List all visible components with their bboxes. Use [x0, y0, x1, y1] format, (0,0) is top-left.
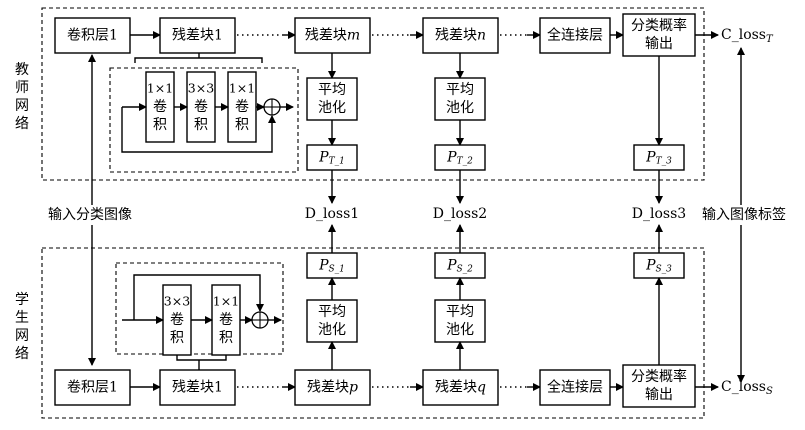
teacher-pool-1: 平均 池化 [306, 77, 358, 121]
teacher-sum-node [263, 98, 281, 116]
svg-text:卷积层1: 卷积层1 [67, 380, 118, 396]
student-pool-1: 平均 池化 [306, 299, 358, 343]
svg-text:残差块q: 残差块q [435, 380, 486, 396]
svg-text:输出: 输出 [645, 387, 673, 403]
svg-text:PS_3: PS_3 [645, 258, 672, 275]
student-fc-layer: 全连接层 [539, 369, 611, 406]
svg-text:平均: 平均 [318, 304, 346, 320]
svg-text:池化: 池化 [446, 100, 474, 116]
student-network-region [41, 247, 705, 419]
svg-text:残差块1: 残差块1 [172, 380, 223, 396]
svg-text:积: 积 [235, 117, 249, 133]
student-prob-2: PS_2 [434, 252, 486, 279]
svg-text:积: 积 [170, 330, 184, 346]
input-image-label: 输入分类图像 [48, 207, 132, 223]
svg-text:络: 络 [15, 346, 29, 362]
detail-connector [176, 355, 227, 361]
svg-text:PS_2: PS_2 [446, 258, 473, 275]
svg-text:积: 积 [194, 117, 208, 133]
student-prob-3: PS_3 [633, 252, 685, 279]
svg-text:池化: 池化 [318, 322, 346, 338]
student-conv-layer: 卷积层1 [54, 369, 131, 406]
teacher-res-block-m: 残差块m [294, 17, 371, 54]
student-network-label: 学 生 网 络 [15, 292, 29, 362]
svg-text:PS_1: PS_1 [318, 258, 345, 275]
svg-text:残差块1: 残差块1 [172, 28, 223, 44]
teacher-pool-2: 平均 池化 [434, 77, 486, 121]
svg-text:PT_2: PT_2 [446, 150, 473, 167]
teacher-inner-conv-2: 3×3 卷 积 [186, 71, 216, 143]
teacher-res-block-1: 残差块1 [159, 17, 236, 54]
teacher-network-region [41, 7, 705, 181]
student-res-block-q: 残差块q [422, 369, 499, 406]
svg-text:平均: 平均 [318, 82, 346, 98]
svg-text:全连接层: 全连接层 [547, 27, 603, 44]
svg-text:生: 生 [15, 310, 29, 326]
student-inner-conv-1: 3×3 卷 积 [162, 284, 192, 356]
svg-text:PT_1: PT_1 [318, 150, 345, 167]
svg-text:平均: 平均 [446, 304, 474, 320]
teacher-inner-conv-1: 1×1 卷 积 [145, 71, 175, 143]
svg-text:学: 学 [15, 292, 29, 308]
svg-text:1×1: 1×1 [213, 294, 239, 309]
svg-text:网: 网 [15, 98, 29, 114]
teacher-loss: C_lossT [721, 27, 774, 45]
svg-text:师: 师 [15, 80, 29, 96]
svg-text:池化: 池化 [446, 322, 474, 338]
teacher-res-block-n: 残差块n [422, 17, 499, 54]
distill-loss-2: D_loss2 [433, 206, 487, 222]
svg-text:残差块n: 残差块n [435, 28, 486, 44]
svg-text:教: 教 [15, 62, 29, 78]
svg-text:卷: 卷 [170, 312, 184, 328]
student-inner-conv-2: 1×1 卷 积 [211, 284, 241, 356]
svg-text:积: 积 [219, 330, 233, 346]
svg-text:平均: 平均 [446, 82, 474, 98]
svg-text:3×3: 3×3 [188, 81, 214, 96]
student-res-detail [115, 262, 284, 355]
teacher-output: 分类概率 输出 [622, 13, 696, 57]
teacher-res-detail [109, 67, 299, 173]
teacher-prob-1: PT_1 [306, 144, 358, 171]
svg-text:残差块p: 残差块p [307, 380, 358, 396]
distill-loss-3: D_loss3 [632, 206, 686, 222]
teacher-fc-layer: 全连接层 [539, 17, 611, 54]
svg-text:池化: 池化 [318, 100, 346, 116]
svg-text:全连接层: 全连接层 [547, 379, 603, 396]
student-sum-node [251, 311, 269, 329]
student-res-block-1: 残差块1 [159, 369, 236, 406]
teacher-prob-2: PT_2 [434, 144, 486, 171]
svg-text:3×3: 3×3 [164, 294, 190, 309]
svg-text:积: 积 [153, 117, 167, 133]
input-label-label: 输入图像标签 [702, 206, 786, 223]
svg-text:网: 网 [15, 328, 29, 344]
student-output: 分类概率 输出 [622, 364, 696, 408]
student-prob-1: PS_1 [306, 252, 358, 279]
svg-text:分类概率: 分类概率 [631, 17, 687, 34]
svg-text:卷: 卷 [235, 99, 249, 115]
svg-text:卷: 卷 [219, 312, 233, 328]
svg-text:1×1: 1×1 [229, 81, 255, 96]
svg-text:分类概率: 分类概率 [631, 368, 687, 385]
teacher-conv-layer: 卷积层1 [54, 17, 131, 54]
detail-connector [134, 57, 263, 63]
svg-text:卷积层1: 卷积层1 [67, 28, 118, 44]
teacher-inner-conv-3: 1×1 卷 积 [227, 71, 257, 143]
svg-text:络: 络 [15, 116, 29, 132]
svg-text:1×1: 1×1 [147, 81, 173, 96]
svg-text:残差块m: 残差块m [305, 28, 360, 44]
student-res-block-p: 残差块p [294, 369, 371, 406]
teacher-prob-3: PT_3 [633, 144, 685, 171]
teacher-network-label: 教 师 网 络 [15, 62, 29, 132]
distill-loss-1: D_loss1 [305, 206, 359, 222]
svg-text:卷: 卷 [153, 99, 167, 115]
svg-text:卷: 卷 [194, 99, 208, 115]
svg-text:PT_3: PT_3 [645, 150, 672, 167]
svg-text:输出: 输出 [645, 36, 673, 52]
student-loss: C_lossS [721, 379, 773, 397]
student-pool-2: 平均 池化 [434, 299, 486, 343]
